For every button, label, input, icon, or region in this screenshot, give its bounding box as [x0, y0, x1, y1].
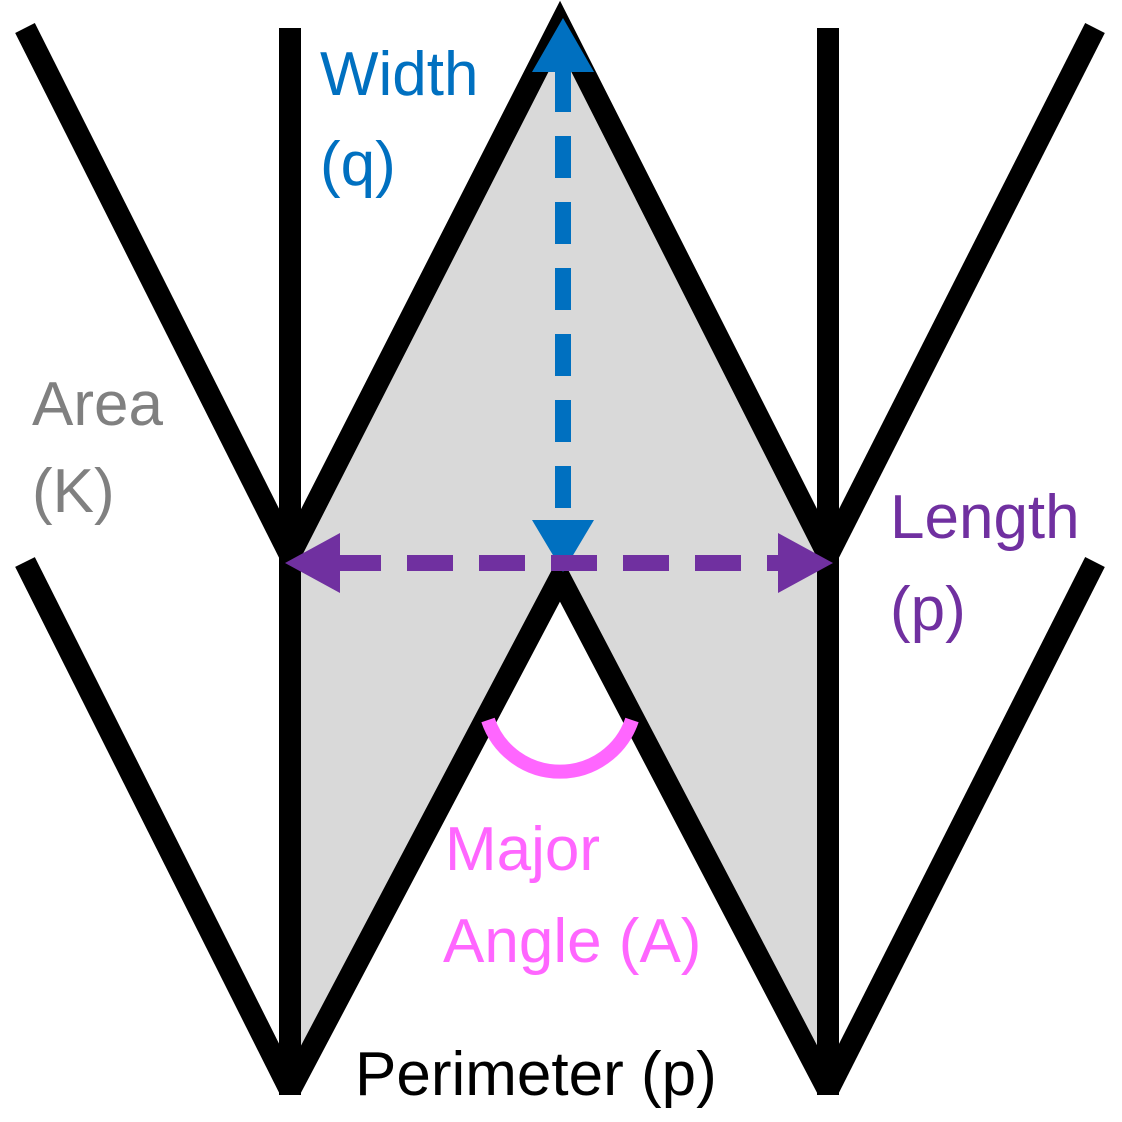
width-label-line1: Width — [320, 40, 478, 109]
angle-label-line2: Angle (A) — [443, 907, 701, 976]
perimeter-label: Perimeter (p) — [355, 1040, 717, 1109]
width-arrowhead-top — [532, 18, 594, 72]
width-label-line2: (q) — [320, 130, 396, 199]
area-label-line1: Area — [32, 370, 163, 439]
length-dimension — [285, 533, 833, 593]
upper-right-strut — [818, 23, 1105, 560]
width-arrowhead-bottom — [532, 520, 594, 572]
length-label-line1: Length — [890, 483, 1080, 552]
length-label-line2: (p) — [890, 575, 966, 644]
length-arrowhead-left — [285, 533, 340, 593]
area-label-line2: (K) — [32, 457, 115, 526]
major-angle-arc — [481, 717, 639, 779]
upper-left-strut — [15, 23, 300, 560]
length-arrowhead-right — [778, 533, 833, 593]
angle-label-line1: Major — [445, 815, 600, 884]
labels: Width (q) Area (K) Length (p) Major Angl… — [32, 40, 1080, 1109]
middle-inverted-chevron — [280, 554, 838, 1096]
lower-right-strut — [818, 557, 1105, 1095]
width-dimension — [532, 18, 594, 572]
lower-left-strut — [15, 557, 300, 1095]
